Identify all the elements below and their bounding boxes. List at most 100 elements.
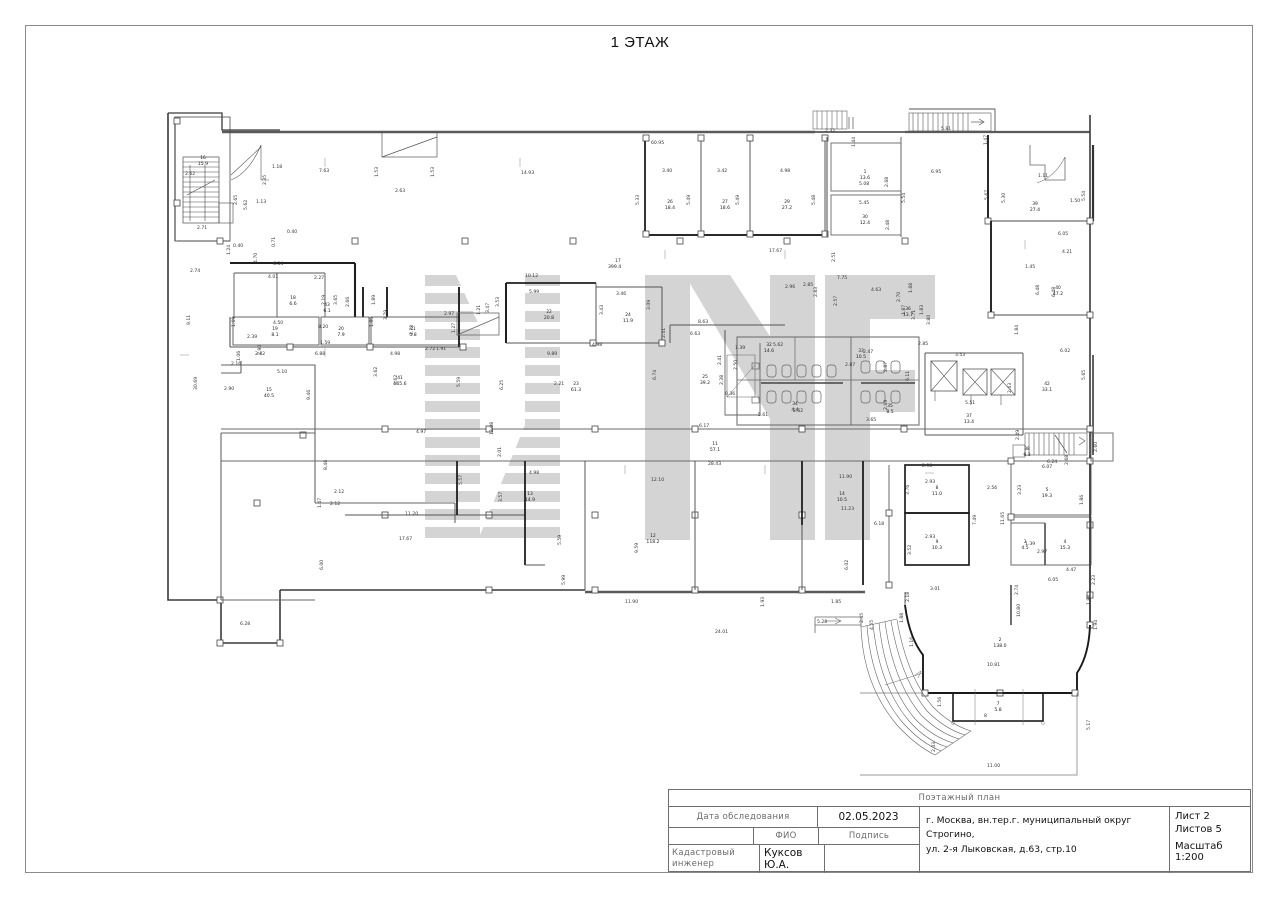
svg-text:10.80: 10.80 (1016, 604, 1022, 617)
svg-text:1.18: 1.18 (272, 164, 282, 170)
svg-text:17: 17 (615, 258, 621, 264)
survey-date-label-cell: Дата обследования (669, 807, 818, 827)
svg-text:2.66: 2.66 (345, 297, 351, 307)
survey-date-label: Дата обследования (696, 812, 790, 822)
svg-text:5.54: 5.54 (901, 193, 907, 203)
rooms-left-small-band (229, 261, 467, 351)
right-edge-tab (1090, 432, 1114, 462)
svg-text:2.18: 2.18 (905, 592, 911, 602)
svg-text:6.11: 6.11 (905, 371, 911, 381)
svg-text:3.53: 3.53 (955, 352, 965, 358)
svg-text:38: 38 (1024, 446, 1030, 452)
svg-text:10.5: 10.5 (837, 497, 847, 503)
svg-text:15: 15 (266, 387, 272, 393)
svg-text:15.3: 15.3 (1060, 545, 1070, 551)
svg-text:1.88: 1.88 (899, 613, 905, 623)
svg-text:6.48: 6.48 (1035, 285, 1041, 295)
svg-text:2.74: 2.74 (1014, 585, 1020, 595)
svg-text:2.45: 2.45 (859, 613, 865, 623)
svg-text:8: 8 (984, 713, 987, 719)
svg-text:27.4: 27.4 (1030, 207, 1040, 213)
svg-text:2.41: 2.41 (661, 328, 667, 338)
svg-text:5.8: 5.8 (994, 707, 1001, 713)
watermark-mnf (425, 275, 935, 540)
svg-text:2.32: 2.32 (825, 128, 835, 134)
svg-text:7.75: 7.75 (837, 275, 847, 281)
svg-text:6.63: 6.63 (690, 331, 700, 337)
main-corridor-lines (221, 425, 1090, 462)
svg-text:3.57: 3.57 (498, 492, 504, 502)
svg-text:5.48: 5.48 (811, 195, 817, 205)
svg-text:36: 36 (905, 306, 911, 312)
svg-text:8.46: 8.46 (323, 460, 329, 470)
svg-text:3.79: 3.79 (383, 310, 389, 320)
svg-text:3.23: 3.23 (1017, 485, 1023, 495)
svg-text:5.65: 5.65 (1081, 370, 1087, 380)
svg-text:2.96: 2.96 (785, 284, 795, 290)
svg-text:4.4: 4.4 (791, 407, 798, 413)
svg-text:6.18: 6.18 (874, 521, 884, 527)
svg-text:1.87: 1.87 (901, 305, 907, 315)
svg-text:3: 3 (1024, 539, 1027, 545)
engineer-name-cell: Куксов Ю.А. (760, 845, 825, 873)
svg-text:11.65: 11.65 (1000, 512, 1006, 525)
svg-text:35: 35 (887, 403, 893, 409)
svg-text:11.90: 11.90 (839, 474, 852, 480)
svg-text:2.12: 2.12 (330, 501, 340, 507)
svg-text:1.69: 1.69 (231, 317, 237, 327)
signature-label-cell: Подпись (819, 828, 919, 844)
engineer-label-cell: Кадастровый инженер (669, 845, 760, 873)
svg-text:2.90: 2.90 (257, 345, 263, 355)
svg-text:2.39: 2.39 (247, 334, 257, 340)
svg-text:2.74: 2.74 (190, 268, 200, 274)
rooms-top-center (642, 134, 829, 238)
svg-text:2.01: 2.01 (497, 447, 503, 457)
svg-text:5.17: 5.17 (1086, 720, 1092, 730)
svg-text:5.57: 5.57 (458, 475, 464, 485)
svg-text:9.46: 9.46 (306, 390, 312, 400)
svg-text:6.74: 6.74 (652, 370, 658, 380)
svg-text:1.53: 1.53 (374, 167, 380, 177)
stair-core-top-left (173, 116, 234, 242)
svg-text:30: 30 (862, 214, 868, 220)
svg-text:399.4: 399.4 (608, 264, 621, 270)
sheet-number: Лист 2 (1175, 811, 1210, 822)
svg-text:24: 24 (625, 312, 631, 318)
svg-text:1.53: 1.53 (430, 167, 436, 177)
svg-text:6.1: 6.1 (323, 308, 330, 314)
svg-text:2.50: 2.50 (733, 360, 739, 370)
svg-text:1.16: 1.16 (909, 637, 915, 647)
svg-text:2.63: 2.63 (395, 188, 405, 194)
page-title: 1 ЭТАЖ (610, 34, 670, 51)
bathroom-block (724, 336, 920, 426)
svg-text:22: 22 (546, 309, 552, 315)
svg-text:1.89: 1.89 (371, 295, 377, 305)
svg-text:6.28: 6.28 (240, 621, 250, 627)
stair-top-right (908, 108, 996, 132)
svg-text:34: 34 (792, 401, 798, 407)
ramp-landing (814, 616, 862, 633)
svg-text:1.68: 1.68 (908, 283, 914, 293)
svg-text:6.17: 6.17 (699, 423, 709, 429)
svg-text:60.95: 60.95 (651, 140, 664, 146)
svg-text:2.47: 2.47 (863, 349, 873, 355)
rooms-center-22-24 (505, 282, 666, 347)
svg-text:10.5: 10.5 (856, 354, 866, 360)
svg-text:8.5: 8.5 (886, 409, 893, 415)
svg-text:2.56: 2.56 (987, 485, 997, 491)
top-bay-window (381, 131, 438, 158)
right-lower-stair (1012, 432, 1088, 458)
svg-text:9.59: 9.59 (634, 543, 640, 553)
svg-text:12: 12 (650, 533, 656, 539)
svg-text:25: 25 (702, 374, 708, 380)
svg-text:2.68: 2.68 (1064, 455, 1070, 465)
svg-text:5.62: 5.62 (773, 342, 783, 348)
signature-cell[interactable] (825, 845, 919, 873)
svg-text:3.52: 3.52 (907, 545, 913, 555)
engineer-label: Кадастровый инженер (672, 848, 736, 869)
svg-text:1.80: 1.80 (369, 317, 375, 327)
svg-text:13.7: 13.7 (903, 312, 913, 318)
site-outline-bottom (860, 692, 1078, 776)
svg-text:2.78: 2.78 (409, 325, 415, 335)
